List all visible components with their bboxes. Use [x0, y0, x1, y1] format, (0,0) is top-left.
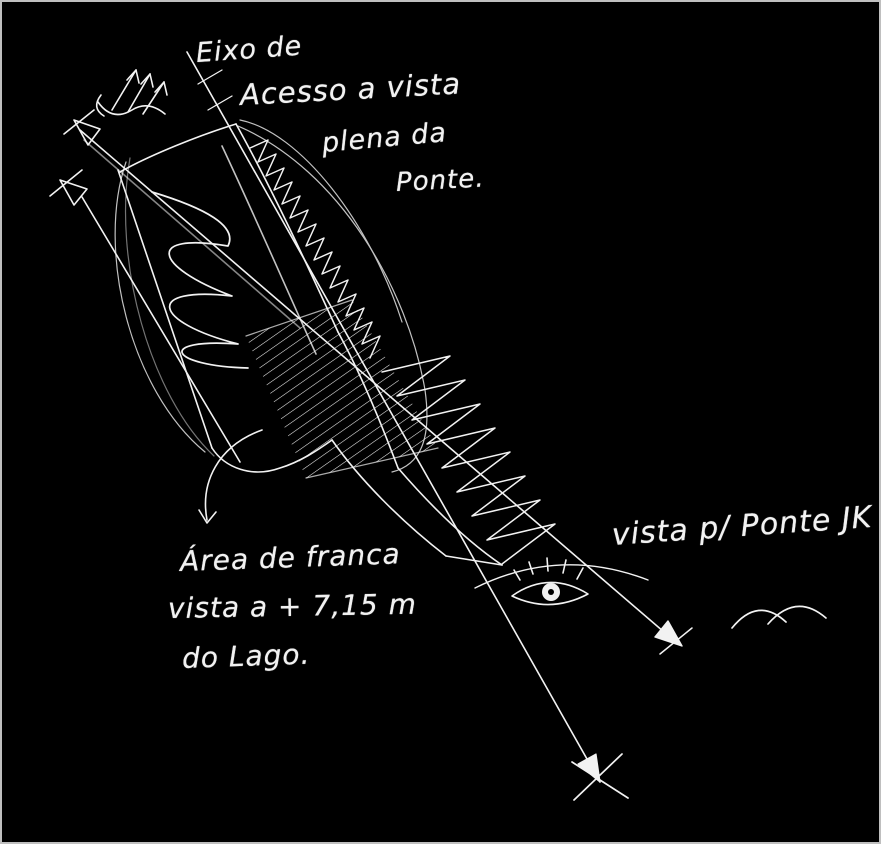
crossed-arrow-icon — [571, 753, 629, 801]
curved-arrow-icon — [198, 429, 263, 524]
hatched-area — [245, 299, 439, 479]
filled-arrowhead-icon — [654, 620, 693, 655]
view-arc — [474, 564, 649, 589]
plan-squiggle — [151, 191, 249, 369]
zigzag-band — [249, 139, 381, 359]
eye-pupil — [548, 589, 554, 595]
hollow-arrowhead-icon — [49, 109, 241, 463]
label-area-line2: vista a + 7,15 m — [167, 587, 418, 625]
direction-arrows-icon — [95, 69, 168, 117]
label-eixo-line4: Ponte. — [395, 163, 486, 198]
bird-arcs-icon — [731, 605, 827, 629]
tail-zigzag — [381, 355, 556, 565]
label-area-line3: do Lago. — [181, 637, 311, 675]
